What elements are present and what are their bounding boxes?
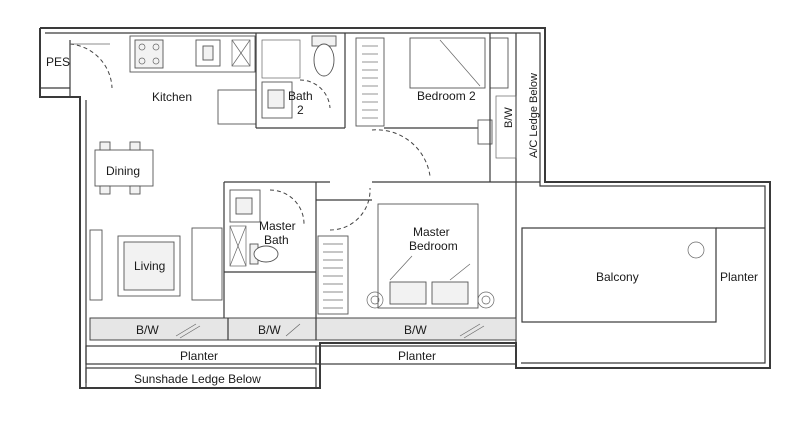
interior-walls [223, 181, 540, 318]
label-bw-3: B/W [404, 323, 427, 337]
label-master-bed-line1: Master [413, 225, 450, 239]
label-dining: Dining [106, 164, 140, 178]
wardrobe-bedroom2 [355, 37, 385, 127]
label-pes: PES [46, 55, 70, 69]
label-planter-1: Planter [180, 349, 218, 363]
label-bw-2: B/W [258, 323, 281, 337]
master-basin-icon [229, 189, 261, 223]
planters [85, 345, 517, 389]
label-balcony: Balcony [596, 270, 639, 284]
lamp-left-icon [366, 291, 384, 309]
label-bedroom2: Bedroom 2 [417, 89, 476, 103]
label-living: Living [134, 259, 165, 273]
label-planter-2: Planter [398, 349, 436, 363]
living-room [89, 227, 223, 301]
wardrobe-master [317, 235, 349, 315]
label-master-bath-line2: Bath [264, 233, 289, 247]
master-bath [229, 187, 371, 267]
label-planter-right: Planter [720, 270, 758, 284]
label-master-bed-line2: Bedroom [409, 239, 458, 253]
sofa-icon [191, 227, 223, 301]
tv-console-icon [89, 229, 103, 301]
pes-area [40, 40, 113, 96]
label-bath2-line1: Bath [288, 89, 313, 103]
dining-table [94, 141, 154, 195]
master-bedroom [366, 203, 495, 309]
drain-icon [687, 241, 705, 259]
lamp-right-icon [477, 291, 495, 309]
label-ac-ledge: A/C Ledge Below [528, 73, 540, 158]
bay-window-strip [89, 317, 517, 341]
label-master-bath-line1: Master [259, 219, 296, 233]
balcony [515, 182, 765, 343]
bath-2 [255, 33, 346, 129]
label-bath2-line2: 2 [297, 103, 304, 117]
stove-icon [134, 39, 164, 69]
label-kitchen: Kitchen [152, 90, 192, 104]
kitchen-counter [129, 35, 257, 125]
bed-icon [409, 37, 486, 89]
label-bw-right: B/W [503, 107, 515, 128]
bedroom-2 [371, 33, 517, 182]
label-sunshade: Sunshade Ledge Below [134, 372, 261, 386]
label-bw-1: B/W [136, 323, 159, 337]
